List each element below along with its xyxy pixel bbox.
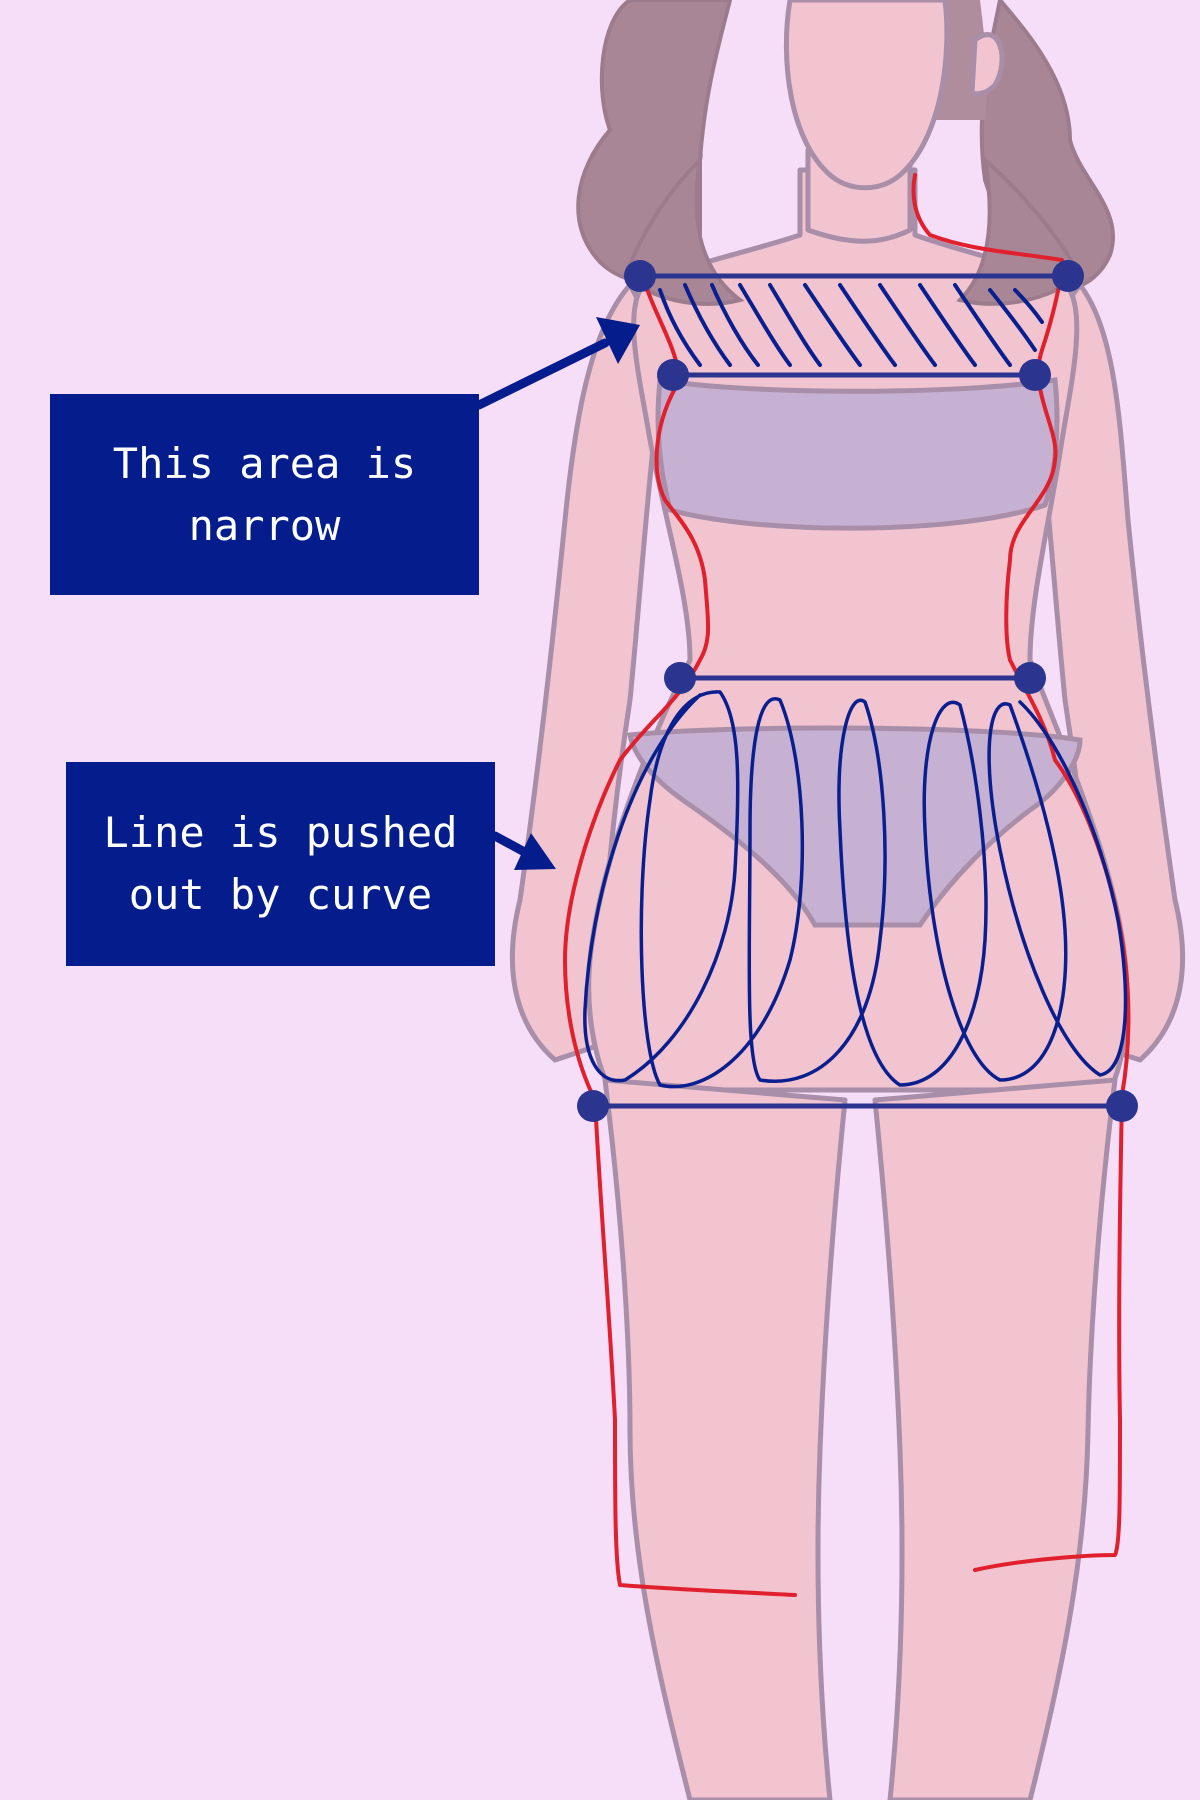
callout-narrow-text: This area is narrow bbox=[113, 433, 416, 557]
right-arm bbox=[1027, 282, 1186, 1063]
arrow-icon bbox=[490, 831, 556, 870]
callout-narrow-area: This area is narrow bbox=[50, 394, 479, 595]
callout-curve-text: Line is pushed out by curve bbox=[103, 802, 457, 926]
right-leg bbox=[872, 1077, 1118, 1800]
underwear bbox=[627, 377, 1083, 928]
dot-marker-icon bbox=[577, 1090, 609, 1122]
arrow-icon bbox=[474, 317, 640, 410]
dot-marker-icon bbox=[664, 662, 696, 694]
callout-narrow-line-1: This area is bbox=[112, 438, 417, 488]
body-silhouette bbox=[509, 0, 1186, 1800]
measurement-markers bbox=[577, 260, 1138, 1122]
ear bbox=[969, 32, 1005, 97]
dot-marker-icon bbox=[1014, 662, 1046, 694]
dot-marker-icon bbox=[1052, 260, 1084, 292]
measurement-lines bbox=[590, 273, 1125, 1109]
callout-narrow-line-2: narrow bbox=[188, 500, 341, 550]
head bbox=[783, 0, 950, 191]
left-leg bbox=[602, 1077, 848, 1800]
callout-curve-line-2: out by curve bbox=[128, 870, 433, 919]
narrow-area-hatching bbox=[658, 283, 1044, 367]
callout-curve: Line is pushed out by curve bbox=[66, 762, 495, 966]
dot-marker-icon bbox=[657, 359, 689, 391]
dot-marker-icon bbox=[1106, 1090, 1138, 1122]
hip-area-scribble bbox=[583, 690, 1128, 1089]
callout-curve-line-1: Line is pushed bbox=[103, 808, 458, 857]
dot-marker-icon bbox=[624, 260, 656, 292]
dot-marker-icon bbox=[1019, 359, 1051, 391]
bra bbox=[655, 377, 1060, 531]
briefs bbox=[627, 725, 1083, 928]
